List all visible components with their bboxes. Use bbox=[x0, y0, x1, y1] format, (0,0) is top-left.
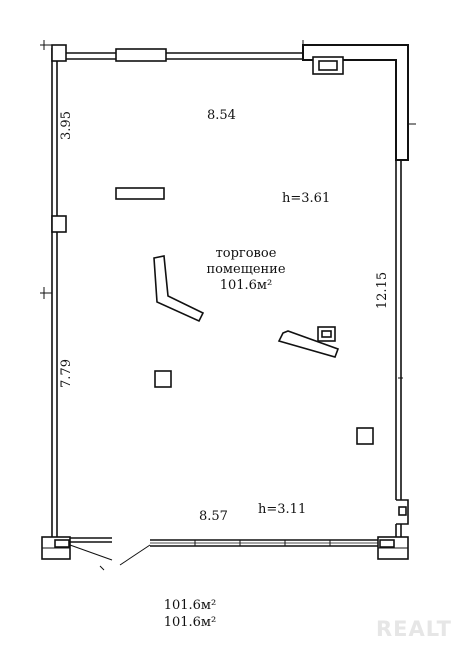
interior-angled-block bbox=[277, 330, 340, 358]
left-wall bbox=[51, 48, 58, 542]
column-interior-2 bbox=[356, 427, 374, 445]
top-dimension-label: 8.54 bbox=[207, 108, 236, 123]
left-wall-ticks bbox=[40, 40, 52, 299]
height-label-lower: h=3.11 bbox=[258, 502, 307, 517]
vent-box-inner bbox=[318, 60, 338, 71]
interior-bar-top bbox=[115, 187, 165, 200]
interior-l-shape-left bbox=[153, 255, 205, 323]
right-wall bbox=[395, 160, 403, 500]
room-label: торговое помещение 101.6м² bbox=[200, 246, 292, 294]
column-top-left bbox=[51, 44, 67, 62]
column-left-middle bbox=[51, 215, 67, 233]
right-niche-inner bbox=[398, 506, 407, 516]
area-summary-line2: 101.6м² bbox=[163, 615, 217, 630]
height-label-upper: h=3.61 bbox=[282, 191, 331, 206]
entrance-door bbox=[69, 544, 151, 571]
room-area: 101.6м² bbox=[219, 278, 273, 293]
watermark-logo: REALT bbox=[376, 617, 452, 641]
top-window bbox=[115, 48, 167, 62]
top-wall bbox=[60, 52, 303, 60]
room-name-line1: торговое bbox=[215, 246, 277, 261]
bottom-wall bbox=[60, 537, 392, 547]
column-interior-1 bbox=[154, 370, 172, 388]
area-summary-line1: 101.6м² bbox=[163, 598, 217, 613]
right-dimension-label: 12.15 bbox=[375, 271, 391, 310]
bottom-dimension-label: 8.57 bbox=[199, 509, 228, 524]
left-lower-dimension-label: 7.79 bbox=[58, 359, 74, 388]
left-upper-dimension-label: 3.95 bbox=[58, 111, 74, 140]
room-name-line2: помещение bbox=[206, 262, 286, 277]
area-summary: 101.6м² 101.6м² bbox=[150, 597, 230, 631]
